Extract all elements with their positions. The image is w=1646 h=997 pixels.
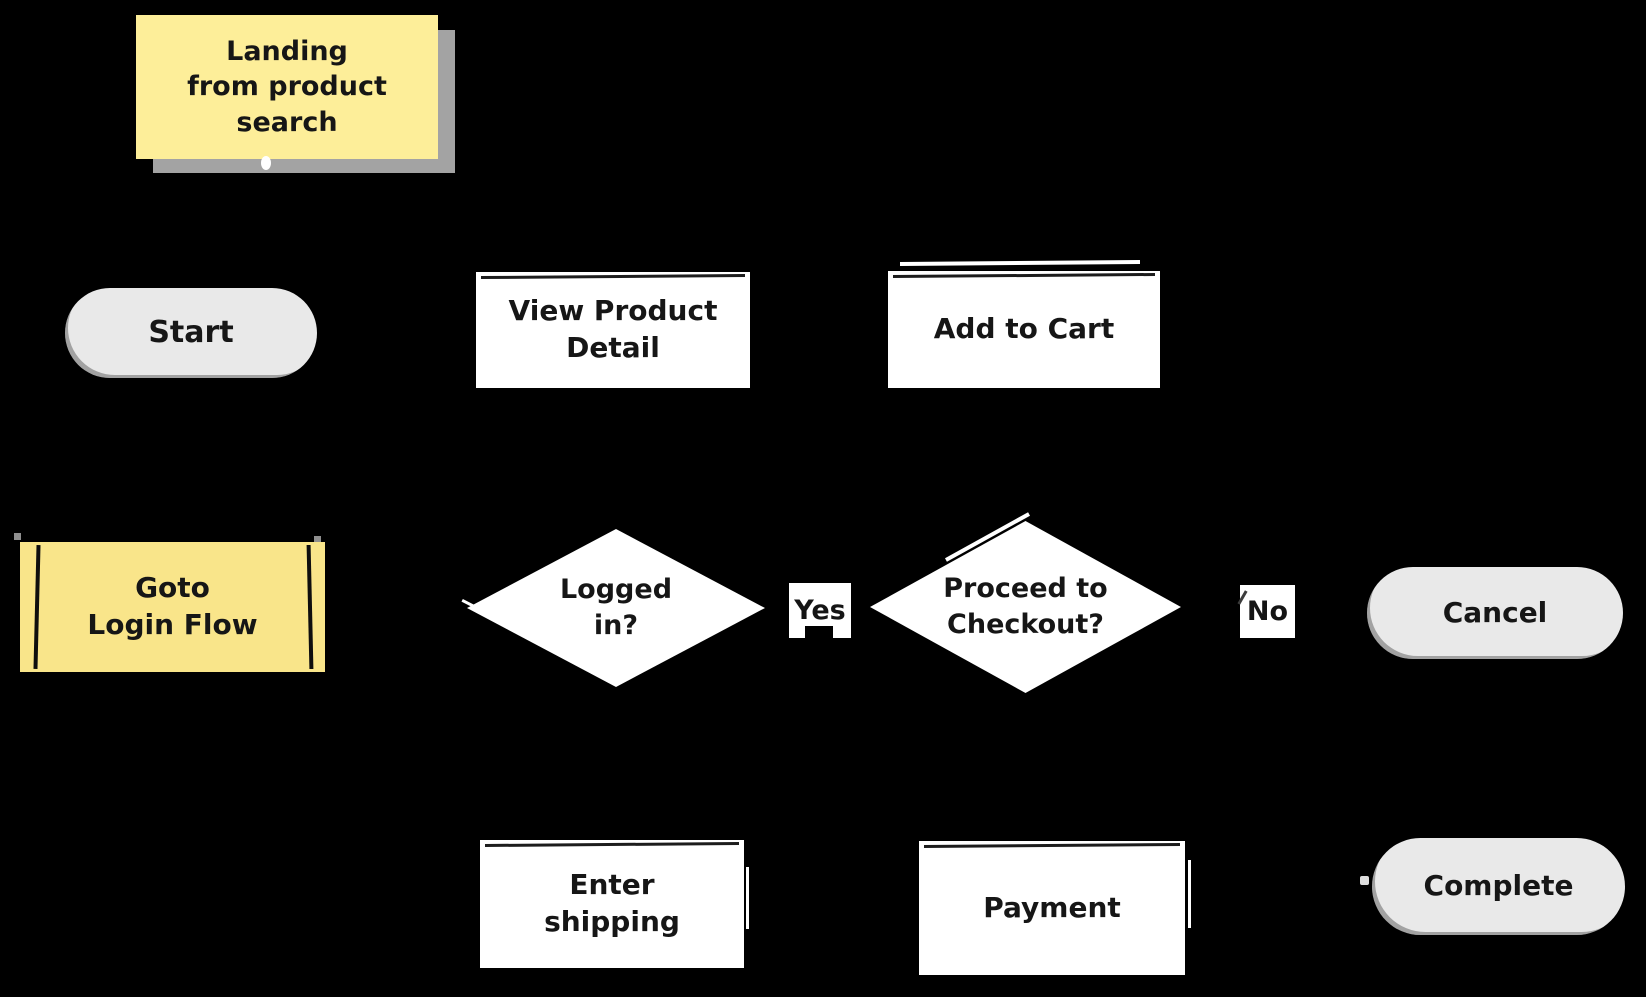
sketch-stroke [1188, 860, 1191, 928]
node-add-to-cart[interactable]: Add to Cart [888, 271, 1160, 388]
node-start[interactable]: Start [65, 288, 317, 378]
note-anchor-dot [261, 156, 271, 170]
node-enter-shipping-label: Enter shipping [544, 868, 680, 938]
subroutine-bar-left [33, 544, 41, 670]
node-logged-in-label: Logged in? [559, 574, 673, 641]
sticky-note-label: Landing from product search [187, 35, 387, 138]
selection-handle [14, 533, 21, 540]
edge-line-fragment [805, 626, 833, 638]
sketch-stroke [899, 259, 1141, 267]
node-payment-label: Payment [983, 890, 1121, 924]
node-complete[interactable]: Complete [1372, 838, 1625, 935]
node-start-label: Start [148, 315, 234, 351]
node-logged-in[interactable]: Logged in? [467, 529, 765, 687]
node-cancel-label: Cancel [1442, 595, 1548, 629]
node-payment[interactable]: Payment [919, 841, 1185, 975]
node-proceed-to-checkout-label: Proceed to Checkout? [943, 573, 1108, 640]
node-goto-login-flow[interactable]: Goto Login Flow [20, 542, 325, 672]
node-complete-label: Complete [1423, 869, 1574, 903]
edge-label-no[interactable]: No [1237, 585, 1295, 638]
sketch-dot [1360, 876, 1369, 885]
node-goto-login-flow-label: Goto Login Flow [87, 571, 258, 641]
edge-label-yes-text: Yes [794, 594, 846, 626]
subroutine-bar-right [306, 544, 314, 670]
node-cancel[interactable]: Cancel [1367, 567, 1623, 659]
node-proceed-to-checkout[interactable]: Proceed to Checkout? [870, 521, 1181, 693]
selection-handle [314, 536, 321, 543]
node-enter-shipping[interactable]: Enter shipping [480, 840, 744, 968]
node-view-product-detail-label: View Product Detail [508, 294, 718, 364]
sticky-note-landing[interactable]: Landing from product search [136, 15, 438, 159]
sketch-stroke [746, 867, 749, 929]
node-add-to-cart-label: Add to Cart [933, 312, 1115, 346]
edge-label-no-text: No [1246, 595, 1289, 627]
node-view-product-detail[interactable]: View Product Detail [476, 272, 750, 388]
edge-label-yes[interactable]: Yes [789, 583, 851, 638]
